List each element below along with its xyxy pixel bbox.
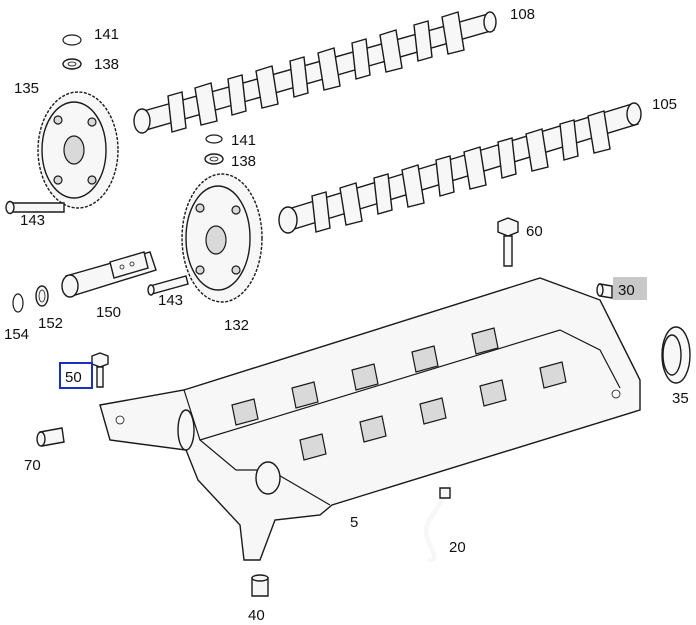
seal-152: [35, 285, 49, 307]
label-141a[interactable]: 141: [94, 26, 119, 43]
camshaft-upper: [133, 11, 497, 134]
label-5[interactable]: 5: [350, 514, 358, 531]
camshaft-lower: [278, 102, 642, 234]
bolt-50: [91, 352, 109, 388]
label-70[interactable]: 70: [24, 457, 41, 474]
camshaft-adjuster-upper: [37, 91, 119, 209]
label-135[interactable]: 135: [14, 80, 39, 97]
selected-part-box[interactable]: [59, 362, 93, 389]
dowel-70: [36, 427, 65, 447]
plug-30: [596, 283, 613, 299]
label-138b[interactable]: 138: [231, 153, 256, 170]
label-35[interactable]: 35: [672, 390, 689, 407]
oil-tube-20: [423, 487, 451, 563]
shaded-part-box: [613, 277, 647, 300]
label-152[interactable]: 152: [38, 315, 63, 332]
dowel-40: [251, 574, 269, 597]
label-50[interactable]: 50: [65, 369, 82, 386]
label-30[interactable]: 30: [618, 282, 635, 299]
washer-lower: [204, 153, 224, 165]
camshaft-adjuster-lower: [181, 173, 263, 303]
snap-ring-upper: [62, 34, 82, 46]
ring-154: [12, 293, 24, 313]
label-150[interactable]: 150: [96, 304, 121, 321]
bolt-60: [497, 217, 519, 267]
label-40[interactable]: 40: [248, 607, 265, 624]
snap-ring-lower: [205, 134, 223, 144]
label-108[interactable]: 108: [510, 6, 535, 23]
washer-upper: [62, 58, 82, 70]
label-60[interactable]: 60: [526, 223, 543, 240]
label-132[interactable]: 132: [224, 317, 249, 334]
label-105[interactable]: 105: [652, 96, 677, 113]
camshaft-housing-5: [99, 277, 641, 561]
label-20[interactable]: 20: [449, 539, 466, 556]
bolt-upper: [5, 200, 65, 215]
label-154[interactable]: 154: [4, 326, 29, 343]
label-143b[interactable]: 143: [158, 292, 183, 309]
label-138a[interactable]: 138: [94, 56, 119, 73]
label-143a[interactable]: 143: [20, 212, 45, 229]
bolt-lower: [147, 275, 189, 296]
central-valve: [61, 251, 157, 298]
label-141b[interactable]: 141: [231, 132, 256, 149]
seal-35: [661, 326, 691, 384]
